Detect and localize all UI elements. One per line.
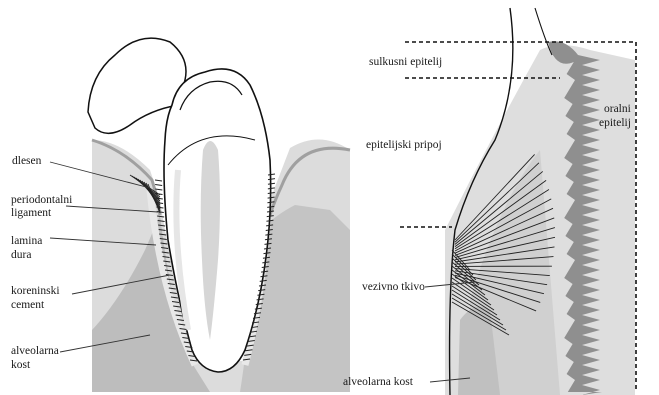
label-cementum-1: koreninski (11, 285, 60, 298)
label-oral-2: epitelij (599, 117, 631, 130)
label-junctional-epithelium: epitelijski pripoj (366, 139, 442, 152)
label-bone-1: alveolarna (11, 345, 59, 358)
label-cementum-2: cement (11, 299, 44, 312)
label-pdl-1: periodontalni (11, 194, 72, 207)
label-lamina-1: lamina (11, 235, 42, 248)
label-connective-tissue: vezivno tkivo (362, 281, 425, 294)
label-bone-2: kost (11, 359, 30, 372)
label-pdl-2: ligament (11, 207, 51, 220)
label-sulcular-epithelium: sulkusni epitelij (369, 56, 442, 69)
label-oral-1: oralni (604, 103, 631, 116)
label-alveolar-bone: alveolarna kost (343, 376, 413, 389)
label-gingiva: dlesen (12, 155, 41, 168)
enamel-surface (535, 8, 552, 55)
label-lamina-2: dura (11, 249, 31, 262)
